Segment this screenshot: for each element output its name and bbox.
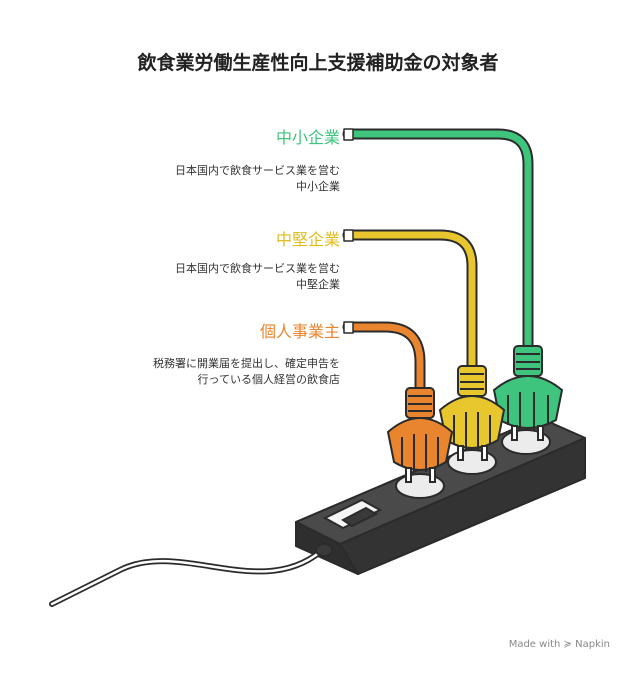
footer-made-with: Made with: [508, 639, 561, 650]
power-switch: [322, 498, 383, 530]
plug-midsize: [438, 365, 506, 461]
item-desc-line1: 税務署に開業届を提出し、確定申告を: [153, 357, 340, 370]
item-desc-line1: 日本国内で飲食サービス業を営む: [175, 262, 340, 275]
item-desc-line1: 日本国内で飲食サービス業を営む: [175, 164, 340, 177]
footer-brand: Napkin: [575, 639, 610, 650]
plug-sme: [492, 345, 564, 441]
plug-sole-proprietor: [386, 387, 454, 483]
item-desc-line2: 行っている個人経営の飲食店: [197, 373, 340, 386]
item-desc-sole-proprietor: 税務署に開業届を提出し、確定申告を 行っている個人経営の飲食店: [153, 356, 340, 388]
cable-sme: [342, 128, 534, 354]
napkin-logo-icon: ≽: [563, 639, 572, 650]
cable-sole-proprietor: [342, 321, 426, 396]
page-title: 飲食業労働生産性向上支援補助金の対象者: [137, 52, 499, 74]
item-label-midsize: 中堅企業: [275, 230, 340, 249]
item-label-sme: 中小企業: [275, 128, 340, 147]
item-desc-line2: 中小企業: [296, 180, 340, 193]
item-desc-sme: 日本国内で飲食サービス業を営む 中小企業: [175, 163, 340, 195]
cable-midsize: [342, 229, 478, 374]
item-desc-midsize: 日本国内で飲食サービス業を営む 中堅企業: [175, 261, 340, 293]
footer-credit: Made with ≽ Napkin: [509, 639, 610, 650]
power-cord: [49, 543, 333, 607]
item-desc-line2: 中堅企業: [296, 278, 340, 291]
item-label-sole-proprietor: 個人事業主: [259, 322, 340, 341]
